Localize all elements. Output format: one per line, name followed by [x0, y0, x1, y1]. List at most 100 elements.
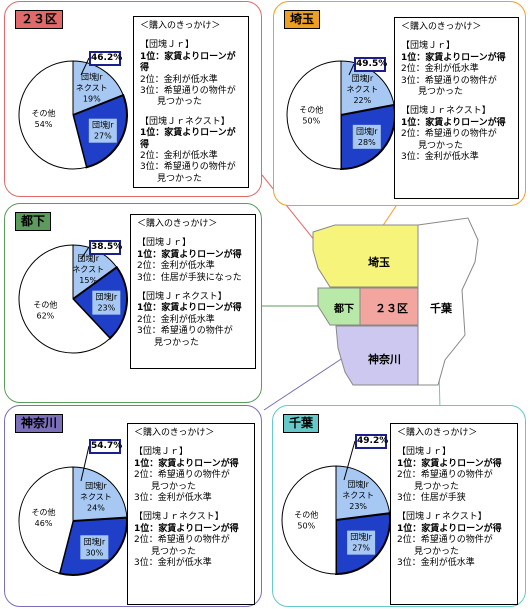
reason-rank: 3位：希望通りの物件が — [140, 86, 236, 97]
map-label-chiba: 千葉 — [430, 302, 452, 315]
spacer — [140, 109, 242, 117]
region-name-tag: 神奈川 — [15, 414, 64, 433]
region-name-tag: ２３区 — [15, 10, 64, 29]
badge-leader-line — [348, 63, 355, 76]
reason-rank-1: 1位：家賃よりローンが得 — [140, 51, 236, 74]
badge-leader-line — [80, 246, 90, 260]
reason-rank: 2位：金利が低水準 — [140, 151, 218, 162]
reason-rank-1: 1位：家賃よりローンが得 — [397, 523, 502, 534]
share-badge: 46.2% — [89, 51, 122, 66]
reason-rank-1: 1位：家賃よりローンが得 — [137, 249, 242, 260]
map-tokyo-other — [317, 287, 361, 326]
badge-leader-line — [80, 445, 90, 482]
reason-continuation: 見つかった — [418, 87, 464, 98]
reason-continuation: 見つかった — [157, 173, 203, 184]
reason-rank: 3位：金利が低水準 — [134, 558, 212, 569]
reason-rank: 3位：住居が手狭 — [397, 493, 466, 504]
reason-rank: 3位：住居が手狭になった — [137, 272, 242, 283]
spacer — [137, 284, 249, 292]
reasons-group-title: 【団塊Ｊｒ】 — [401, 41, 456, 52]
map-label-kanagawa: 神奈川 — [368, 353, 401, 366]
reasons-heading: ＜購入のきっかけ＞ — [140, 21, 221, 31]
reason-rank: 2位：希望通りの物件が — [134, 535, 230, 546]
reasons-group-title: 【団塊Ｊｒネクスト】 — [401, 106, 491, 117]
reason-rank: 2位：金利が低水準 — [140, 74, 218, 85]
reason-rank: 2位：金利が低水準 — [401, 64, 479, 75]
share-badge: 49.5% — [354, 57, 387, 72]
share-badge: 54.7% — [89, 439, 122, 454]
map-label-tokyo-other: 都下 — [334, 304, 354, 315]
map-label-tokyo23: ２３区 — [375, 302, 408, 315]
reasons-group-title: 【団塊Ｊｒネクスト】 — [134, 512, 224, 523]
reason-rank: 3位：金利が低水準 — [397, 558, 475, 569]
reasons-group-title: 【団塊Ｊｒネクスト】 — [397, 512, 487, 523]
pie-slice — [335, 465, 391, 521]
reason-rank: 3位：希望通りの物件が — [137, 326, 233, 337]
reason-rank-1: 1位：家賃よりローンが得 — [134, 523, 239, 534]
reason-rank-1: 1位：家賃よりローンが得 — [397, 458, 502, 469]
reason-rank: 2位：希望通りの物件が — [134, 470, 230, 481]
reasons-heading: ＜購入のきっかけ＞ — [401, 22, 482, 32]
pie-slice — [18, 60, 88, 170]
reasons-heading: ＜購入のきっかけ＞ — [134, 428, 215, 438]
pie-slice — [18, 244, 111, 354]
pie-label-background — [347, 530, 376, 555]
pie-label-background — [88, 118, 117, 143]
reason-continuation: 見つかった — [154, 337, 200, 348]
reason-continuation: 見つかった — [418, 140, 464, 151]
reasons-group-title: 【団塊Ｊｒネクスト】 — [137, 292, 227, 303]
map-saitama — [312, 224, 419, 288]
pie-slice — [72, 466, 128, 522]
pie-label-background — [80, 535, 109, 560]
map-chiba — [417, 217, 479, 386]
pie-slice — [72, 60, 124, 116]
reason-continuation: 見つかった — [414, 481, 460, 492]
reasons-group-title: 【団塊Ｊｒ】 — [140, 40, 195, 51]
reason-rank-1: 1位：家賃よりローンが得 — [401, 117, 506, 128]
reason-rank: 3位：金利が低水準 — [134, 493, 212, 504]
reason-rank: 2位：希望通りの物件が — [397, 535, 493, 546]
reason-rank: 2位：希望通りの物件が — [397, 470, 493, 481]
reason-continuation: 見つかった — [157, 97, 203, 108]
reasons-group-title: 【団塊Ｊｒネクスト】 — [140, 116, 230, 127]
reasons-heading: ＜購入のきっかけ＞ — [137, 219, 218, 229]
map-label-saitama: 埼玉 — [368, 256, 390, 269]
reasons-group-title: 【団塊Ｊｒ】 — [137, 238, 192, 249]
reason-continuation: 見つかった — [414, 546, 460, 557]
reason-rank-1: 1位：家賃よりローンが得 — [134, 458, 239, 469]
reason-rank: 2位：金利が低水準 — [137, 314, 215, 325]
badge-leader-line — [343, 440, 356, 481]
pie-slice — [340, 60, 395, 116]
reason-rank: 3位：金利が低水準 — [401, 152, 479, 163]
reasons-group-title: 【団塊Ｊｒ】 — [134, 447, 189, 458]
reason-rank: 2位：希望通りの物件が — [401, 129, 497, 140]
region-name-tag: 千葉 — [283, 414, 320, 433]
reason-rank: 2位：金利が低水準 — [137, 261, 215, 272]
reason-rank-1: 1位：家賃よりローンが得 — [137, 303, 242, 314]
